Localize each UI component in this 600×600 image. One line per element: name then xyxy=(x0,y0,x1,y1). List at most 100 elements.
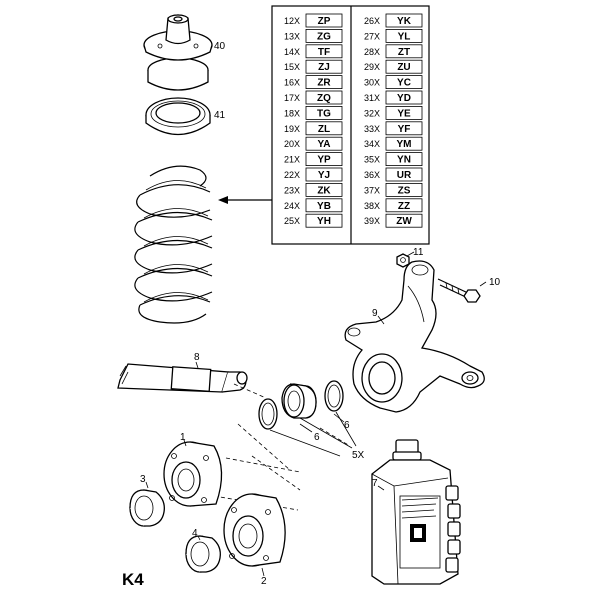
code-prefix: 31X xyxy=(364,93,380,103)
grease-tube[interactable] xyxy=(117,363,248,393)
code-prefix: 25X xyxy=(284,216,300,226)
code-box xyxy=(305,167,343,182)
steering-knuckle[interactable] xyxy=(344,260,485,413)
code-value: TF xyxy=(318,47,330,58)
wheel-hub-lower[interactable] xyxy=(223,493,286,567)
circlip-ring-right[interactable] xyxy=(324,380,344,412)
code-box xyxy=(385,44,423,59)
code-box xyxy=(305,182,343,197)
code-box xyxy=(305,75,343,89)
part-label-1: 1 xyxy=(180,432,186,443)
code-value: YH xyxy=(317,216,331,227)
code-box xyxy=(305,152,343,167)
leader-8 xyxy=(195,361,199,369)
part-label-5x: 5X xyxy=(352,450,365,461)
code-prefix: 32X xyxy=(364,108,380,118)
pinch-bolt[interactable] xyxy=(437,278,481,303)
code-prefix: 34X xyxy=(364,139,380,149)
code-value: YM xyxy=(397,139,412,150)
code-prefix: 21X xyxy=(284,155,300,165)
arrow-head xyxy=(218,196,228,204)
code-box xyxy=(385,213,423,228)
code-box xyxy=(305,59,343,74)
leader-4 xyxy=(197,535,201,541)
code-prefix: 28X xyxy=(364,47,380,57)
wheel-bearing[interactable] xyxy=(281,383,317,419)
code-value: YN xyxy=(397,155,411,166)
hub-cap-upper[interactable] xyxy=(129,489,165,527)
leader-1 xyxy=(183,439,187,447)
code-value: ZK xyxy=(317,185,331,196)
code-value: ZW xyxy=(396,216,412,227)
code-value: TG xyxy=(317,108,331,119)
code-prefix: 14X xyxy=(284,47,300,57)
code-prefix: 17X xyxy=(284,93,300,103)
code-value: YA xyxy=(318,139,331,150)
code-box xyxy=(305,44,343,59)
part-label-9: 9 xyxy=(372,308,378,319)
code-box xyxy=(305,136,343,151)
code-prefix: 24X xyxy=(284,201,300,211)
code-value: ZL xyxy=(318,124,330,135)
part-label-8: 8 xyxy=(194,352,200,363)
code-prefix: 29X xyxy=(364,62,380,72)
code-value: ZZ xyxy=(398,201,410,212)
guide-line xyxy=(237,423,291,471)
code-box xyxy=(305,106,343,120)
code-box xyxy=(305,28,343,43)
code-box xyxy=(385,182,423,197)
leader-6 xyxy=(333,413,345,423)
part-label-6b: 6 xyxy=(344,420,350,431)
code-value: ZG xyxy=(317,31,331,42)
code-value: ZU xyxy=(397,62,410,73)
code-box xyxy=(385,59,423,74)
code-prefix: 30X xyxy=(364,78,380,88)
part-label-41: 41 xyxy=(214,110,226,121)
code-value: YD xyxy=(397,93,411,104)
code-prefix: 26X xyxy=(364,16,380,26)
code-value: YK xyxy=(397,16,412,27)
code-prefix: 18X xyxy=(284,108,300,118)
hub-cap-lower[interactable] xyxy=(185,535,221,573)
code-box xyxy=(385,136,423,151)
fluid-bottle[interactable] xyxy=(371,439,461,585)
leader-6 xyxy=(299,423,313,433)
wheel-hub-upper[interactable] xyxy=(163,441,223,507)
leader-5x xyxy=(269,429,341,457)
code-box xyxy=(305,90,343,105)
code-value: ZT xyxy=(398,47,410,58)
code-box xyxy=(385,90,423,105)
code-box xyxy=(385,75,423,89)
circlip-ring-left[interactable] xyxy=(258,398,278,430)
code-box xyxy=(305,198,343,213)
code-prefix: 15X xyxy=(284,62,300,72)
guide-line xyxy=(233,383,267,399)
part-label-6a: 6 xyxy=(314,432,320,443)
strut-top-mount[interactable] xyxy=(143,14,213,91)
code-box xyxy=(385,13,423,28)
code-box xyxy=(385,167,423,182)
coil-spring[interactable] xyxy=(134,165,213,324)
part-label-4: 4 xyxy=(192,528,198,539)
leader-10 xyxy=(479,281,487,287)
spring-bearing-ring[interactable] xyxy=(145,97,211,136)
part-label-11: 11 xyxy=(413,247,424,258)
code-value: YL xyxy=(398,31,411,42)
guide-line xyxy=(251,455,301,491)
part-label-40: 40 xyxy=(214,41,226,52)
guide-line xyxy=(319,427,351,447)
code-box xyxy=(385,152,423,167)
code-prefix: 33X xyxy=(364,124,380,134)
code-prefix: 35X xyxy=(364,155,380,165)
leader-5x xyxy=(335,411,357,447)
part-label-2: 2 xyxy=(261,576,267,587)
code-prefix: 16X xyxy=(284,78,300,88)
part-label-3: 3 xyxy=(140,474,146,485)
leader-9 xyxy=(377,315,385,325)
code-prefix: 19X xyxy=(284,124,300,134)
code-value: YC xyxy=(397,78,411,89)
code-value: ZP xyxy=(318,16,331,27)
leader-2 xyxy=(261,567,265,577)
sheet-id: K4 xyxy=(122,570,144,589)
code-prefix: 12X xyxy=(284,16,300,26)
